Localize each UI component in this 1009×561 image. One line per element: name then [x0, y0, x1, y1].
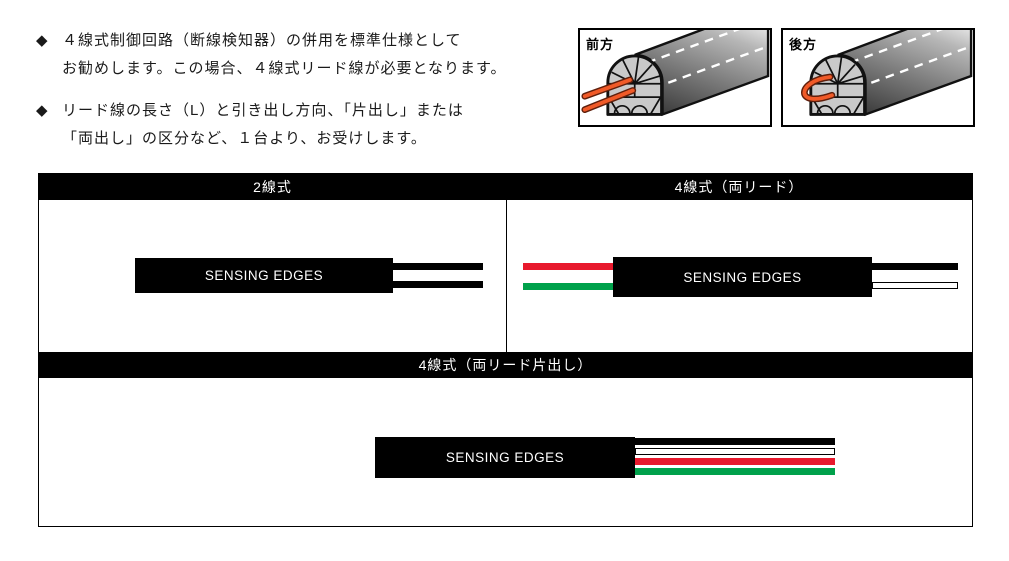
- table-header-row-top: 2線式 4線式（両リード）: [39, 174, 972, 200]
- column-divider: [506, 200, 507, 352]
- note-line: リード線の長さ（L）と引き出し方向、「片出し」または: [62, 102, 464, 119]
- black-wire: [872, 263, 958, 270]
- header-4wire-one-side: 4線式（両リード片出し）: [418, 357, 593, 373]
- red-wire: [635, 458, 835, 465]
- dashed-line: [849, 30, 944, 64]
- dashed-line: [870, 45, 972, 84]
- note-line: ４線式制御回路（断線検知器）の併用を標準仕様として: [62, 32, 462, 49]
- black-wire: [393, 281, 483, 288]
- profile-internal-webs: [608, 56, 662, 114]
- notes-section: ◆ ４線式制御回路（断線検知器）の併用を標準仕様として お勧めします。この場合、…: [36, 27, 576, 153]
- wire-group-2wire-right: [393, 263, 483, 288]
- sensing-edge-profile-rear-illustration: [801, 30, 973, 117]
- note-4wire-circuit: ◆ ４線式制御回路（断線検知器）の併用を標準仕様として お勧めします。この場合、…: [36, 27, 576, 83]
- note-text: ４線式制御回路（断線検知器）の併用を標準仕様として お勧めします。この場合、４線…: [62, 27, 576, 83]
- diamond-bullet-icon: ◆: [36, 102, 49, 119]
- note-lead-length: ◆ リード線の長さ（L）と引き出し方向、「片出し」または 「両出し」の区分など、…: [36, 97, 576, 153]
- green-wire: [635, 468, 835, 475]
- note-line: お勧めします。この場合、４線式リード線が必要となります。: [62, 60, 507, 77]
- sensing-edge-bar-4wire-one-side: SENSING EDGES: [375, 437, 635, 478]
- green-wire: [523, 283, 613, 290]
- wire-group-4wire-right: [872, 263, 958, 289]
- lead-wire: [582, 77, 632, 99]
- white-wire: [635, 448, 835, 455]
- note-text: リード線の長さ（L）と引き出し方向、「片出し」または 「両出し」の区分など、１台…: [62, 97, 576, 153]
- figure-rear-lead-exit: 後方: [781, 28, 975, 127]
- black-wire: [393, 263, 483, 270]
- wire-group-4wire-left: [523, 263, 613, 290]
- table-header-row-bottom: 4線式（両リード片出し）: [39, 352, 972, 378]
- sensing-edge-bar-4wire-both: SENSING EDGES: [613, 257, 872, 297]
- black-wire: [635, 438, 835, 445]
- diamond-bullet-icon: ◆: [36, 32, 49, 49]
- sensing-edge-bar-2wire: SENSING EDGES: [135, 258, 393, 293]
- figure-label: 後方: [789, 37, 818, 52]
- header-2wire: 2線式: [253, 179, 292, 195]
- lead-wire: [582, 88, 635, 112]
- wire-group-4wire-one-side-right: [635, 438, 835, 475]
- looped-lead-wire: [802, 75, 834, 101]
- header-4wire-both-leads: 4線式（両リード）: [674, 179, 804, 195]
- wiring-configuration-table: 2線式 4線式（両リード） SENSING EDGES SENSING EDGE…: [38, 173, 973, 527]
- dashed-line: [667, 45, 769, 84]
- figure-front-lead-exit: 前方: [578, 28, 772, 127]
- figure-label: 前方: [586, 37, 615, 52]
- sensing-edge-profile-front-illustration: [581, 30, 770, 117]
- dashed-line: [646, 30, 741, 64]
- red-wire: [523, 263, 613, 270]
- white-wire: [872, 282, 958, 289]
- note-line: 「両出し」の区分など、１台より、お受けします。: [62, 130, 427, 147]
